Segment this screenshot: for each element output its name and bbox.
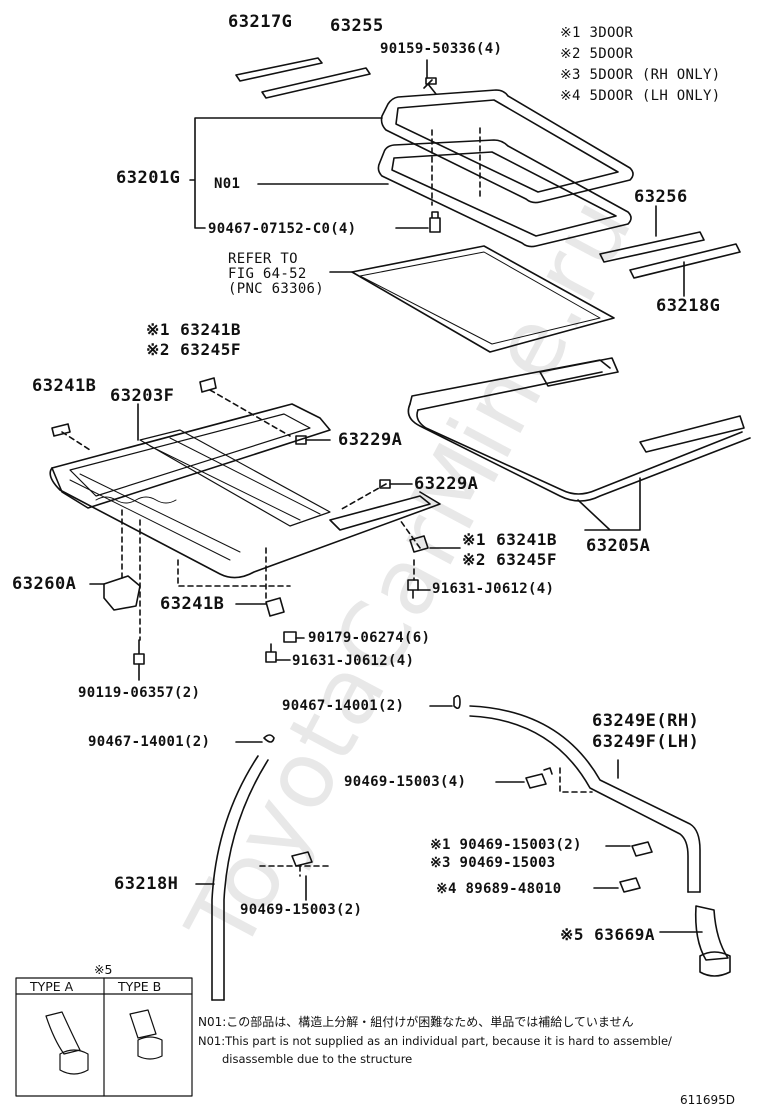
figure-number: 611695D: [680, 1093, 736, 1107]
elbow-63669A: [694, 905, 731, 977]
motor-63260A: [103, 575, 141, 611]
sunshade-panel: [351, 245, 615, 353]
note-en-1: N01:This part is not supplied as an indi…: [198, 1034, 672, 1048]
weatherstrip-63217G: [235, 57, 323, 82]
label-91631-b: 91631-J0612(4): [292, 653, 415, 669]
label-m2-63245F: ※2 63245F: [146, 340, 241, 359]
label-63249F: 63249F(LH): [592, 732, 700, 752]
clips-90469: [291, 767, 653, 893]
bolt-90119: [133, 639, 145, 665]
type-a-label: TYPE A: [30, 979, 74, 994]
housing-63203F: [49, 403, 441, 579]
label-refer-1: REFER TO: [228, 251, 298, 267]
label-m5-63669A: ※5 63669A: [560, 925, 655, 944]
rail-63256: [599, 231, 705, 263]
label-63229A-a: 63229A: [338, 430, 403, 450]
label-90179: 90179-06274(6): [308, 630, 431, 646]
nut-63229A-b: [379, 479, 391, 489]
dash-lines: [431, 127, 481, 206]
leaders-housing: [89, 403, 461, 681]
dash-lines-housing: [61, 389, 421, 641]
note-jp: N01:この部品は、構造上分解・組付けが困難なため、単品では補給していません: [198, 1015, 634, 1029]
dash-lines-hose: [259, 767, 593, 877]
label-63241B-left: 63241B: [32, 376, 97, 396]
label-90467-14001-b: 90467-14001(2): [88, 734, 211, 750]
label-refer-3: (PNC 63306): [228, 281, 325, 297]
label-m4-89689: ※4 89689-48010: [436, 881, 562, 897]
bracket-63241B-top: [199, 377, 217, 393]
bracket-63241B-right: [409, 535, 429, 553]
leader-63205A: [577, 477, 641, 531]
bolt-91631-b: [265, 643, 277, 663]
nut-63229A-a: [295, 435, 307, 445]
type-b-label: TYPE B: [118, 979, 162, 994]
label-63256: 63256: [634, 187, 688, 207]
glass-panel-63201G: [380, 89, 634, 204]
label-90469-2b: 90469-15003(2): [240, 902, 363, 918]
label-63218H: 63218H: [114, 874, 179, 894]
label-90469-4: 90469-15003(4): [344, 774, 467, 790]
drive-cable-63205A: [407, 357, 751, 502]
legend-2: ※2 5DOOR: [560, 46, 634, 62]
label-63260A: 63260A: [12, 574, 77, 594]
nut-90179: [283, 631, 297, 643]
bracket-63241B-lower: [265, 597, 285, 617]
label-63217G: 63217G: [228, 12, 293, 32]
drain-hose-63249E: [469, 705, 701, 893]
label-63249E: 63249E(RH): [592, 711, 700, 731]
label-63255: 63255: [330, 16, 384, 36]
label-63218G: 63218G: [656, 296, 721, 316]
label-63241B-lower: 63241B: [160, 594, 225, 614]
label-N01: N01: [214, 176, 241, 192]
label-90467-07152: 90467-07152-C0(4): [208, 221, 357, 237]
label-m1-63241B-b: ※1 63241B: [462, 530, 557, 549]
type-box: [15, 977, 193, 1097]
screw-90159: [423, 77, 437, 95]
note-en-2: disassemble due to the structure: [222, 1052, 413, 1066]
drain-hose-63218H: [211, 755, 269, 1001]
label-63203F: 63203F: [110, 386, 175, 406]
hose-clamp-90467-b: [263, 734, 275, 743]
label-63229A-b: 63229A: [414, 474, 479, 494]
label-90159: 90159-50336(4): [380, 41, 503, 57]
seal-N01: [377, 139, 632, 248]
label-m1-90469: ※1 90469-15003(2): [430, 837, 582, 853]
bolt-91631-a: [407, 579, 419, 599]
label-63205A: 63205A: [586, 536, 651, 556]
clip-90467-07152: [429, 211, 441, 233]
rail-63218G: [629, 243, 741, 279]
legend-1: ※1 3DOOR: [560, 25, 634, 41]
leader-63201G: [189, 117, 389, 229]
legend-4: ※4 5DOOR (LH ONLY): [560, 88, 721, 104]
label-m1-63241B: ※1 63241B: [146, 320, 241, 339]
label-90119: 90119-06357(2): [78, 685, 201, 701]
label-90467-14001-a: 90467-14001(2): [282, 698, 405, 714]
weatherstrip-63255: [261, 67, 371, 99]
label-refer-2: FIG 64-52: [228, 266, 307, 282]
type-box-mark: ※5: [94, 962, 113, 977]
bracket-63241B-left: [51, 423, 71, 437]
leaders-hose: [195, 705, 703, 933]
label-m2-63245F-b: ※2 63245F: [462, 550, 557, 569]
label-91631-a: 91631-J0612(4): [432, 581, 555, 597]
label-63201G: 63201G: [116, 168, 181, 188]
legend-3: ※3 5DOOR (RH ONLY): [560, 67, 721, 83]
label-m3-90469: ※3 90469-15003: [430, 855, 556, 871]
hose-clamp-90467-a: [453, 694, 461, 710]
